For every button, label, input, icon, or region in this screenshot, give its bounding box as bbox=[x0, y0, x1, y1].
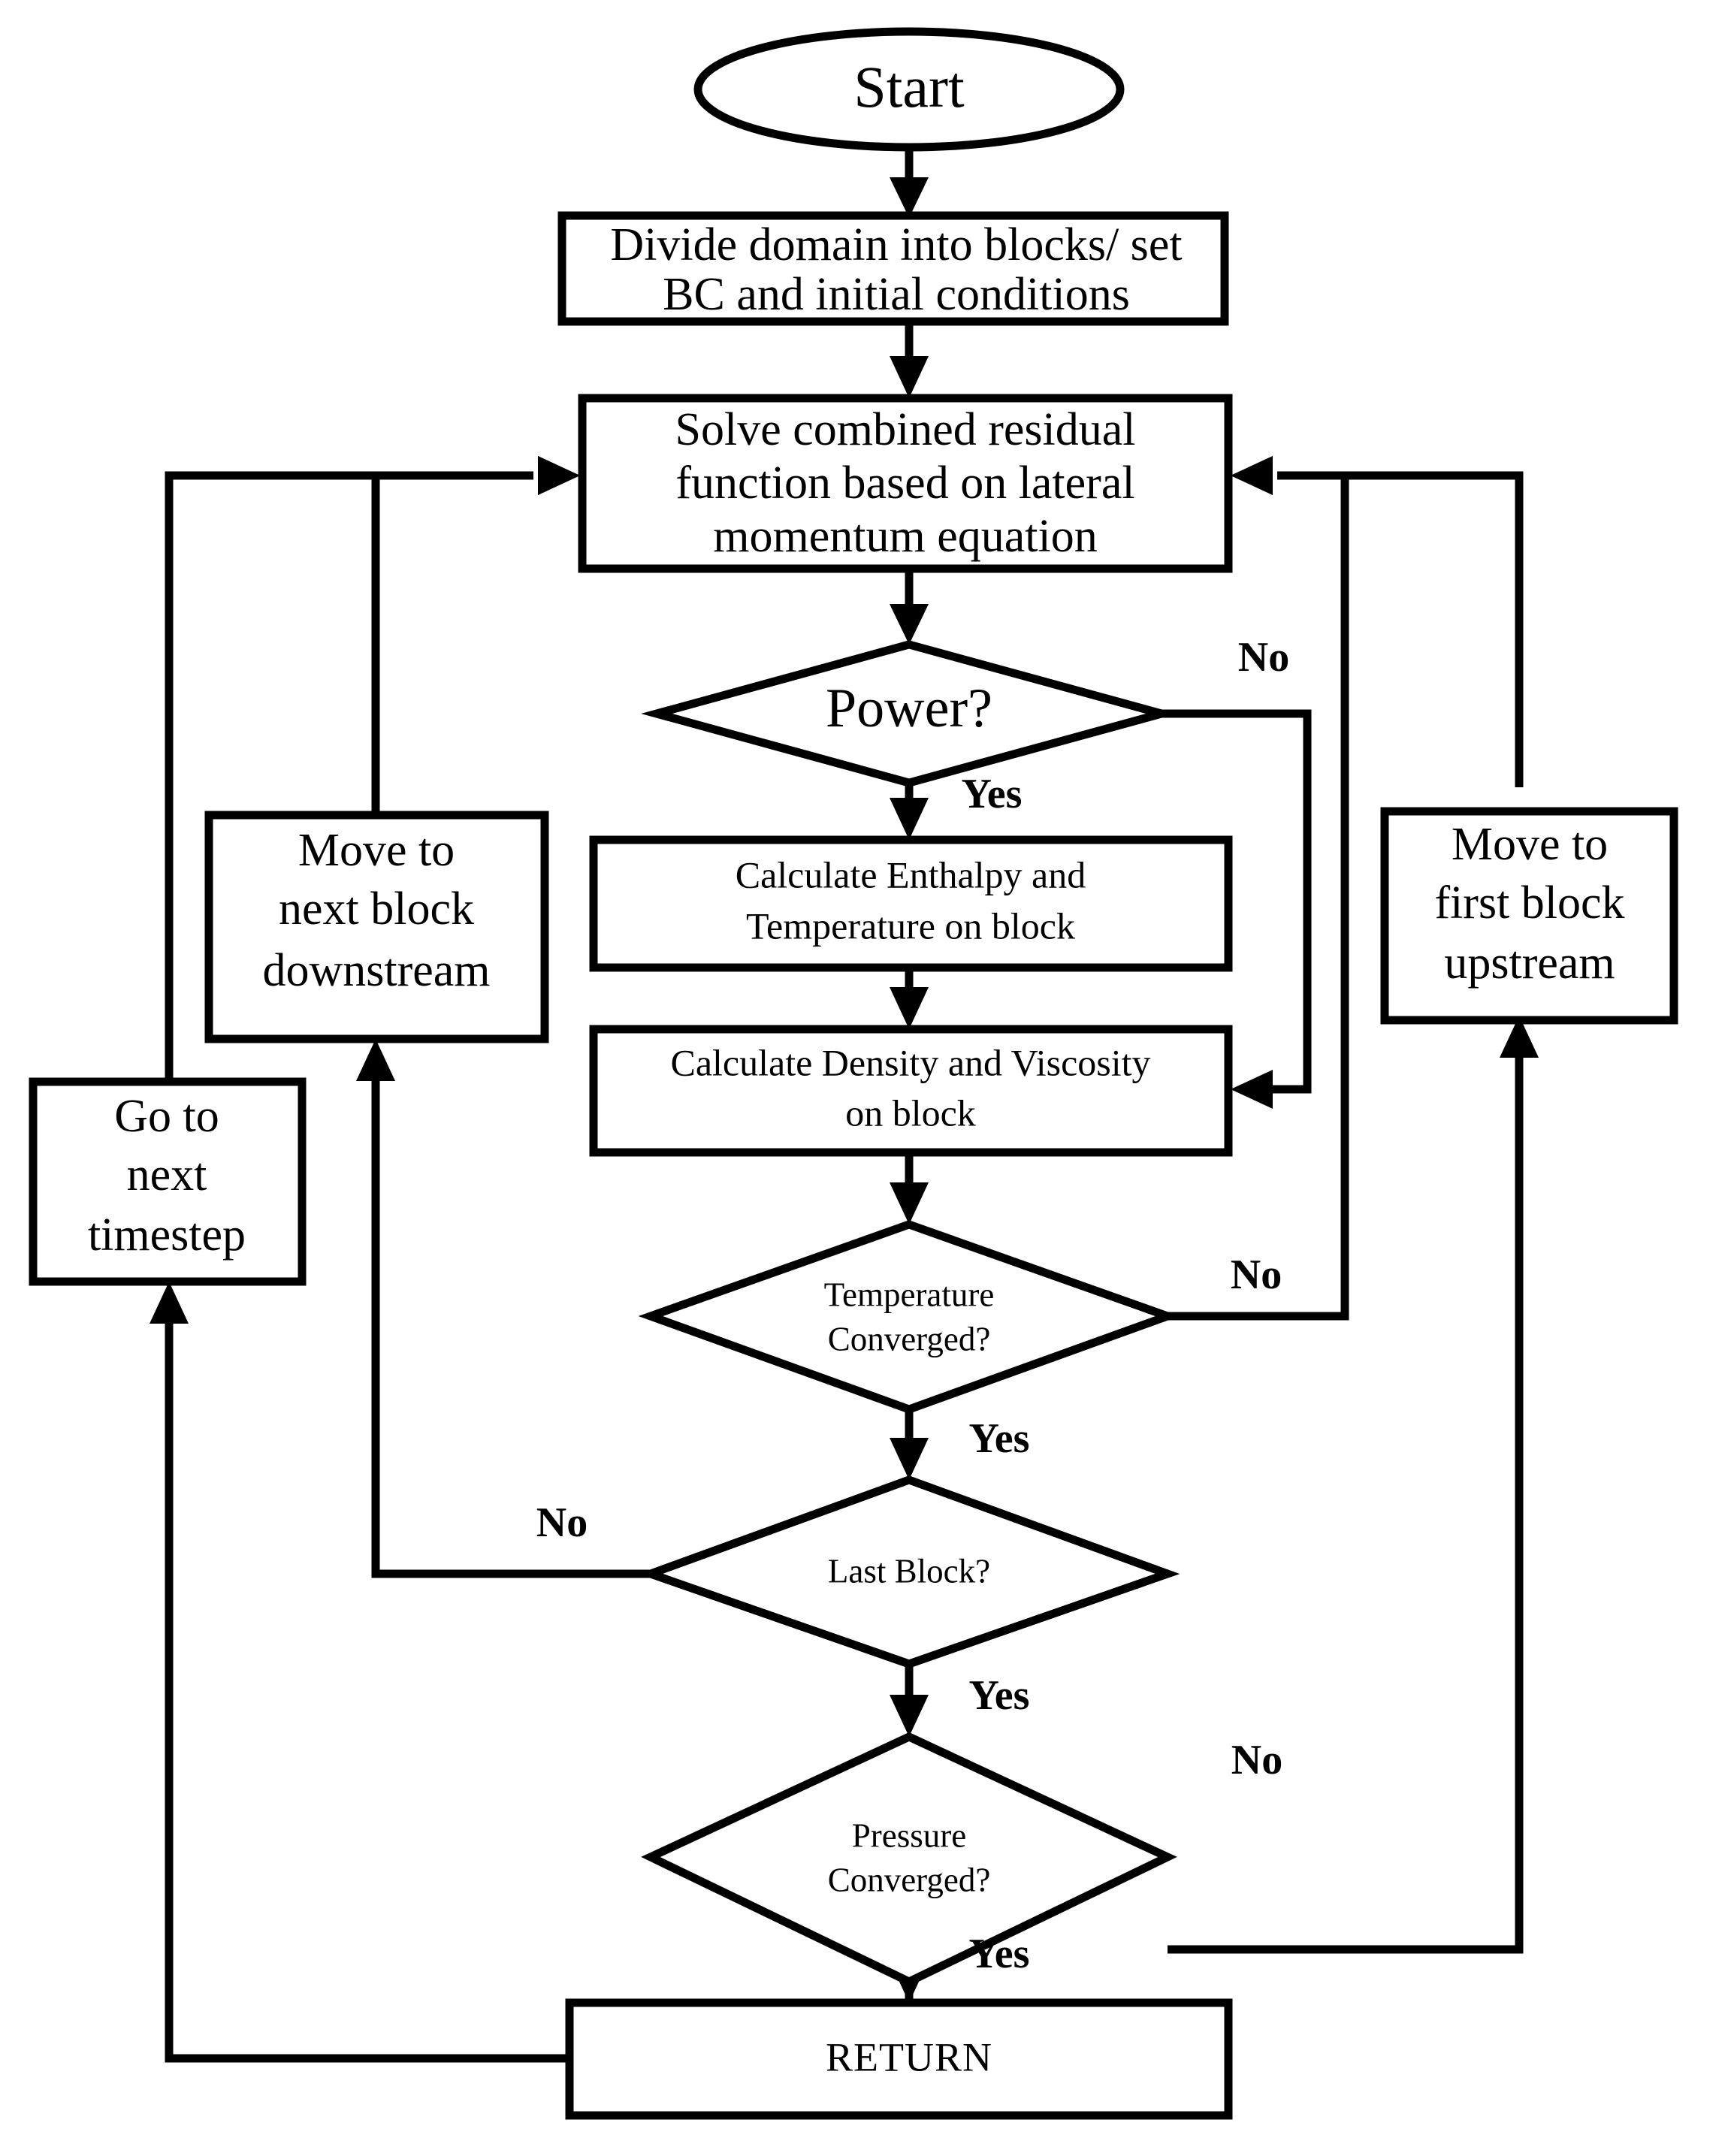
node-pressure-converged-line2: Converged? bbox=[828, 1861, 991, 1898]
node-temperature-converged-line2: Converged? bbox=[828, 1320, 991, 1357]
node-move-first-block-upstream-line1: Move to bbox=[1452, 819, 1608, 870]
node-go-next-timestep-line1: Go to bbox=[114, 1091, 219, 1142]
node-divide-domain[interactable] bbox=[557, 211, 1229, 326]
node-go-next-timestep-line2: next bbox=[127, 1149, 207, 1200]
edge-timestep-to-solve bbox=[165, 471, 533, 1082]
edge-label-pressure-no: No bbox=[1231, 1737, 1282, 1783]
edge-label-pressure-yes: Yes bbox=[969, 1931, 1030, 1977]
arrowhead-solve-to-power bbox=[890, 604, 929, 645]
node-solve-residual[interactable] bbox=[578, 394, 1233, 573]
node-solve-residual-line2: function based on lateral bbox=[675, 457, 1134, 509]
arrowhead-last-block-yes bbox=[890, 1695, 929, 1737]
arrowhead-density-to-temperature bbox=[890, 1182, 929, 1224]
edge-power-no bbox=[1162, 709, 1312, 1094]
arrowhead-enthalpy-to-density bbox=[890, 987, 929, 1029]
edge-label-power-yes: Yes bbox=[962, 771, 1023, 817]
node-calc-enthalpy-line1: Calculate Enthalpy and bbox=[736, 853, 1086, 895]
arrowhead-power-yes bbox=[890, 798, 929, 840]
node-move-first-block-upstream-line2: first block bbox=[1434, 877, 1624, 929]
node-start[interactable] bbox=[693, 27, 1125, 152]
edge-pressure-no bbox=[1168, 1046, 1524, 1954]
arrowhead-pressure-no bbox=[1500, 1016, 1539, 1058]
node-move-next-block-downstream-line2: next block bbox=[279, 883, 474, 935]
edge-upstream-to-solve bbox=[1277, 471, 1524, 787]
node-return-label: RETURN bbox=[826, 2034, 992, 2079]
node-move-first-block-upstream[interactable] bbox=[1380, 807, 1678, 1025]
arrowhead-upstream-to-solve bbox=[1231, 456, 1273, 495]
edge-label-temperature-no: No bbox=[1231, 1252, 1282, 1298]
node-power-decision-label: Power? bbox=[826, 678, 992, 739]
edge-label-power-no: No bbox=[1238, 634, 1289, 681]
edge-last-block-no bbox=[371, 1067, 651, 1578]
arrowhead-return-to-timestep bbox=[150, 1282, 189, 1324]
node-move-first-block-upstream-line3: upstream bbox=[1444, 938, 1615, 989]
node-calc-enthalpy[interactable] bbox=[589, 835, 1233, 972]
node-calc-density[interactable] bbox=[589, 1025, 1233, 1157]
edge-label-last-block-no: No bbox=[536, 1499, 588, 1546]
node-last-block-label: Last Block? bbox=[828, 1552, 990, 1590]
node-last-block[interactable] bbox=[638, 1475, 1180, 1668]
node-start-label: Start bbox=[853, 54, 965, 119]
arrowhead-last-block-no bbox=[356, 1039, 395, 1081]
node-calc-density-line1: Calculate Density and Viscosity bbox=[670, 1041, 1150, 1083]
node-go-next-timestep-line3: timestep bbox=[88, 1209, 246, 1261]
node-solve-residual-line3: momentum equation bbox=[713, 511, 1097, 562]
node-move-next-block-downstream-line1: Move to bbox=[298, 825, 455, 876]
edge-label-temperature-yes: Yes bbox=[969, 1415, 1030, 1462]
node-move-next-block-downstream-line3: downstream bbox=[262, 945, 490, 996]
node-solve-residual-line1: Solve combined residual bbox=[675, 404, 1136, 455]
arrowhead-start-to-divide bbox=[890, 177, 929, 218]
arrowhead-power-no bbox=[1231, 1070, 1273, 1109]
arrowhead-divide-to-solve bbox=[890, 356, 929, 398]
node-move-next-block-downstream[interactable] bbox=[204, 811, 549, 1043]
node-power-decision[interactable] bbox=[641, 640, 1177, 787]
node-pressure-converged-line1: Pressure bbox=[852, 1816, 966, 1854]
edge-label-last-block-yes: Yes bbox=[969, 1672, 1030, 1719]
node-go-next-timestep[interactable] bbox=[29, 1077, 307, 1286]
arrowhead-timestep-to-solve bbox=[538, 456, 580, 495]
edge-downstream-to-solve bbox=[371, 471, 533, 815]
edge-return-to-timestep bbox=[165, 1311, 569, 2063]
node-calc-density-line2: on block bbox=[845, 1092, 976, 1134]
node-divide-domain-line1: Divide domain into blocks/ set bbox=[610, 219, 1182, 270]
node-calc-enthalpy-line2: Temperature on block bbox=[746, 904, 1075, 947]
node-temperature-converged-line1: Temperature bbox=[824, 1276, 995, 1313]
node-return[interactable] bbox=[565, 1998, 1233, 2120]
node-temperature-converged[interactable] bbox=[638, 1220, 1180, 1414]
node-pressure-converged[interactable] bbox=[641, 1732, 1177, 1987]
arrowhead-temperature-yes bbox=[890, 1438, 929, 1480]
node-divide-domain-line2: BC and initial conditions bbox=[663, 269, 1130, 320]
